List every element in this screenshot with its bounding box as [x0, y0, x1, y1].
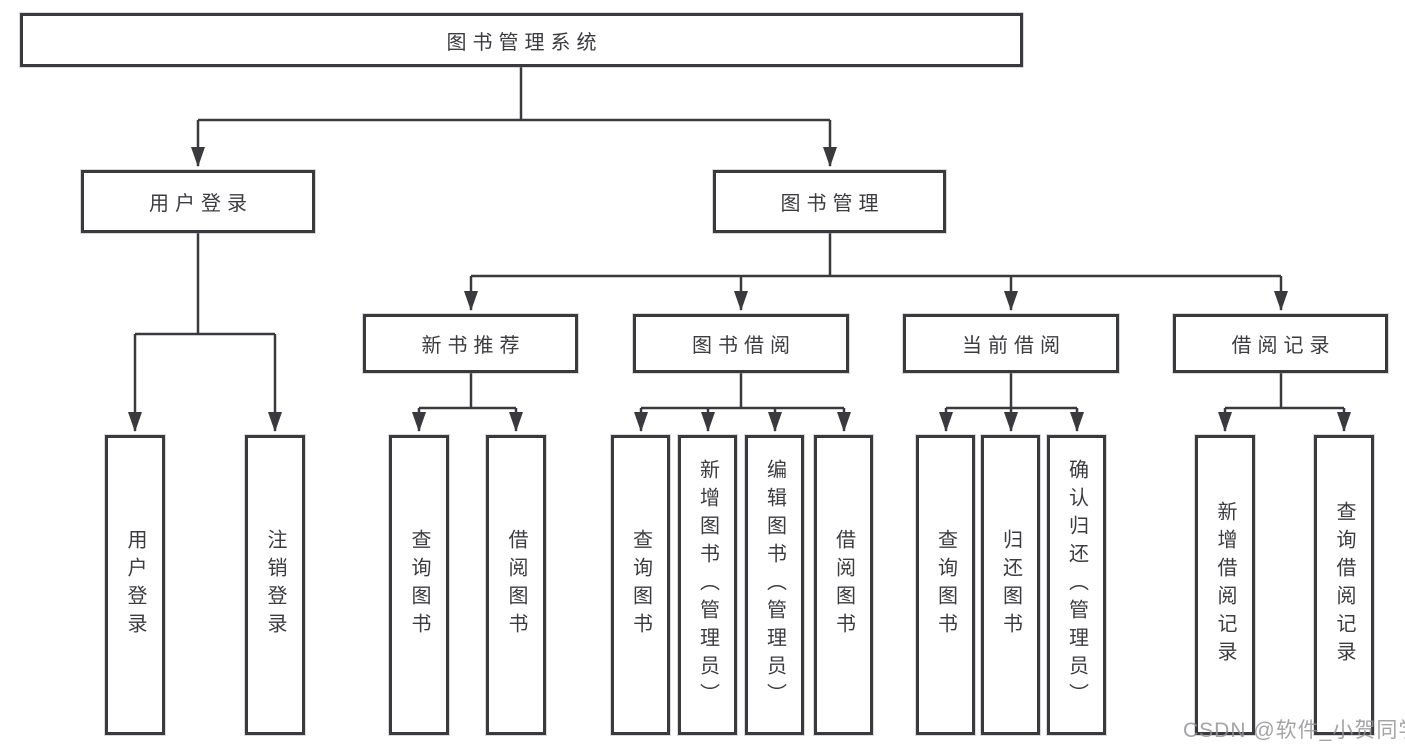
leaf-borrow-books-label: 借阅图书 [832, 529, 855, 641]
leaf-logout-label: 注销登录 [264, 529, 286, 641]
node-user-login: 用户登录 [81, 170, 315, 233]
leaf-logout: 注销登录 [245, 435, 305, 735]
leaf-add-books-admin-label: 新增图书（管理员） [696, 459, 719, 711]
leaf-query-books-current-label: 查询图书 [934, 529, 957, 641]
leaf-return-books-label: 归还图书 [999, 529, 1022, 641]
leaf-query-books-current: 查询图书 [916, 435, 975, 735]
leaf-query-borrow-record-label: 查询借阅记录 [1333, 501, 1355, 669]
leaf-borrow-books-recommend-label: 借阅图书 [505, 529, 527, 641]
leaf-user-login: 用户登录 [105, 435, 165, 735]
node-borrowing-records: 借阅记录 [1173, 314, 1388, 373]
node-book-borrowing: 图书借阅 [633, 314, 849, 373]
leaf-user-login-label: 用户登录 [124, 529, 146, 641]
leaf-borrow-books: 借阅图书 [814, 435, 873, 735]
leaf-edit-books-admin-label: 编辑图书（管理员） [763, 459, 786, 711]
csdn-watermark: CSDN @软件_小贺同学 [1183, 719, 1405, 742]
leaf-return-books: 归还图书 [981, 435, 1040, 735]
leaf-confirm-return-admin-label: 确认归还（管理员） [1065, 459, 1088, 711]
leaf-query-books-recommend-label: 查询图书 [408, 529, 430, 641]
leaf-edit-books-admin: 编辑图书（管理员） [745, 435, 804, 735]
leaf-query-books-recommend: 查询图书 [389, 435, 449, 735]
node-new-book-recommend: 新书推荐 [363, 314, 578, 373]
node-book-management: 图书管理 [713, 170, 946, 233]
leaf-query-books-borrowing-label: 查询图书 [629, 529, 652, 641]
leaf-confirm-return-admin: 确认归还（管理员） [1047, 435, 1106, 735]
leaf-add-borrow-record-label: 新增借阅记录 [1214, 501, 1236, 669]
leaf-add-borrow-record: 新增借阅记录 [1195, 435, 1255, 735]
node-root-library-management-system: 图书管理系统 [20, 13, 1023, 67]
leaf-add-books-admin: 新增图书（管理员） [678, 435, 737, 735]
leaf-query-books-borrowing: 查询图书 [611, 435, 670, 735]
leaf-borrow-books-recommend: 借阅图书 [486, 435, 546, 735]
node-current-borrowing: 当前借阅 [903, 314, 1119, 373]
leaf-query-borrow-record: 查询借阅记录 [1314, 435, 1374, 735]
